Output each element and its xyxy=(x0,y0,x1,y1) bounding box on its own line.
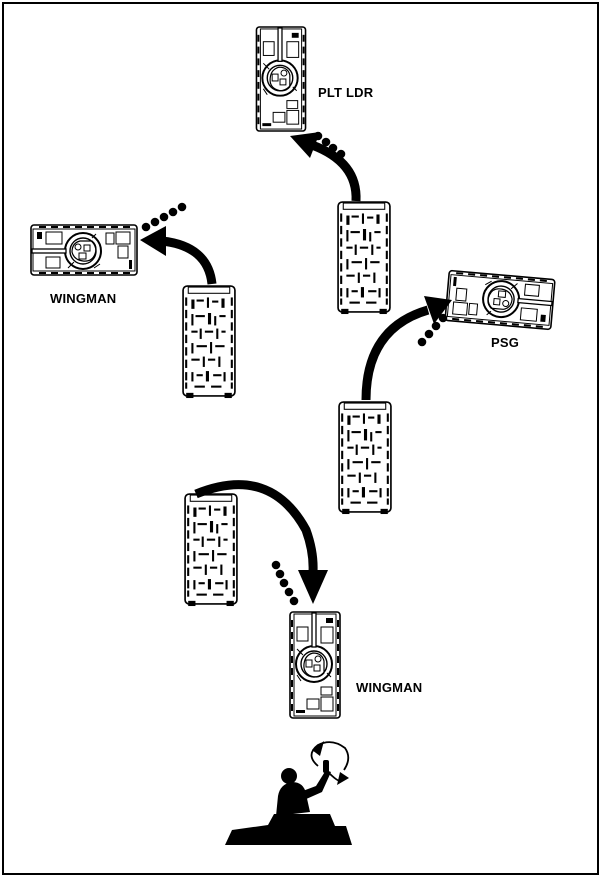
label-plt-ldr: PLT LDR xyxy=(318,85,374,100)
tank-start-right xyxy=(338,401,392,515)
dots-wingman-bottom xyxy=(271,560,299,606)
dots-psg xyxy=(417,313,448,347)
tank-start-bottom-left xyxy=(184,493,238,607)
dots-wingman-left xyxy=(141,202,187,232)
tank-wingman-bottom xyxy=(288,610,342,720)
tank-psg xyxy=(444,269,556,331)
rotate-arrow-icon xyxy=(310,741,350,785)
dots-plt-ldr xyxy=(313,131,346,159)
arrow-to-wingman-left xyxy=(140,226,217,285)
arrow-to-wingman-bottom xyxy=(194,480,328,604)
label-psg: PSG xyxy=(491,335,520,350)
tank-wingman-left xyxy=(30,224,138,276)
tank-start-left xyxy=(182,285,236,399)
arrow-to-psg xyxy=(361,296,452,401)
label-wingman-left: WINGMAN xyxy=(50,291,117,306)
tank-plt-ldr xyxy=(255,25,307,133)
hand-signal-figure-icon xyxy=(225,760,352,845)
arrow-to-plt-ldr xyxy=(290,132,361,202)
label-wingman-bottom: WINGMAN xyxy=(356,680,423,695)
tank-start-center xyxy=(337,201,391,315)
